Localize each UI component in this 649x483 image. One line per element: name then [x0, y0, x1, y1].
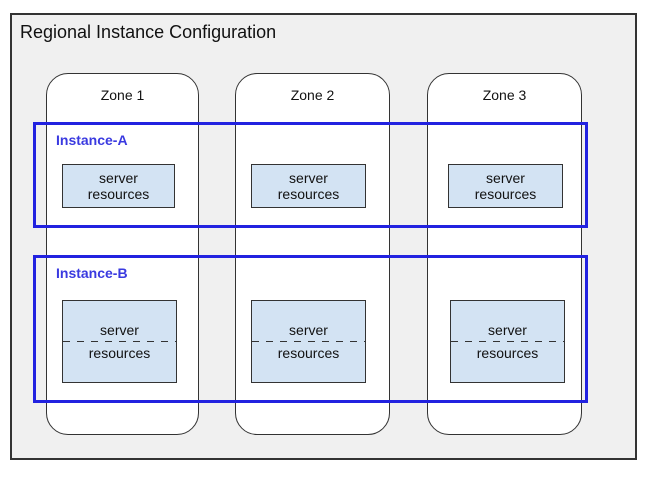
- instance-a-box: Instance-A: [33, 122, 588, 228]
- server-resources-box-instance-a-zone-1: server resources: [62, 164, 175, 208]
- instance-b-box: Instance-B: [33, 255, 588, 403]
- server-box-line: resources: [88, 345, 151, 361]
- server-box-line: server: [486, 170, 525, 186]
- diagram-title: Regional Instance Configuration: [20, 22, 277, 42]
- server-box-line: server: [99, 170, 138, 186]
- zone-3-label: Zone 3: [482, 87, 527, 103]
- zone-1-label: Zone 1: [100, 87, 145, 103]
- server-resources-box-instance-a-zone-2: server resources: [251, 164, 366, 208]
- shared-resources-divider: [252, 341, 365, 342]
- zone-2-label: Zone 2: [290, 87, 335, 103]
- server-box-line: server: [488, 322, 527, 338]
- server-box-line: resources: [474, 186, 537, 202]
- server-box-line: resources: [87, 186, 150, 202]
- instance-b-label: Instance-B: [56, 265, 128, 281]
- shared-resources-divider: [63, 341, 176, 342]
- server-box-line: resources: [277, 186, 340, 202]
- server-box-line: server: [289, 170, 328, 186]
- server-box-line: resources: [277, 345, 340, 361]
- shared-resources-divider: [451, 341, 564, 342]
- server-resources-box-instance-b-zone-2: server resources: [251, 300, 366, 383]
- server-box-line: server: [100, 322, 139, 338]
- server-box-line: server: [289, 322, 328, 338]
- server-resources-box-instance-b-zone-1: server resources: [62, 300, 177, 383]
- server-resources-box-instance-b-zone-3: server resources: [450, 300, 565, 383]
- server-box-line: resources: [476, 345, 539, 361]
- server-resources-box-instance-a-zone-3: server resources: [448, 164, 563, 208]
- instance-a-label: Instance-A: [56, 132, 128, 148]
